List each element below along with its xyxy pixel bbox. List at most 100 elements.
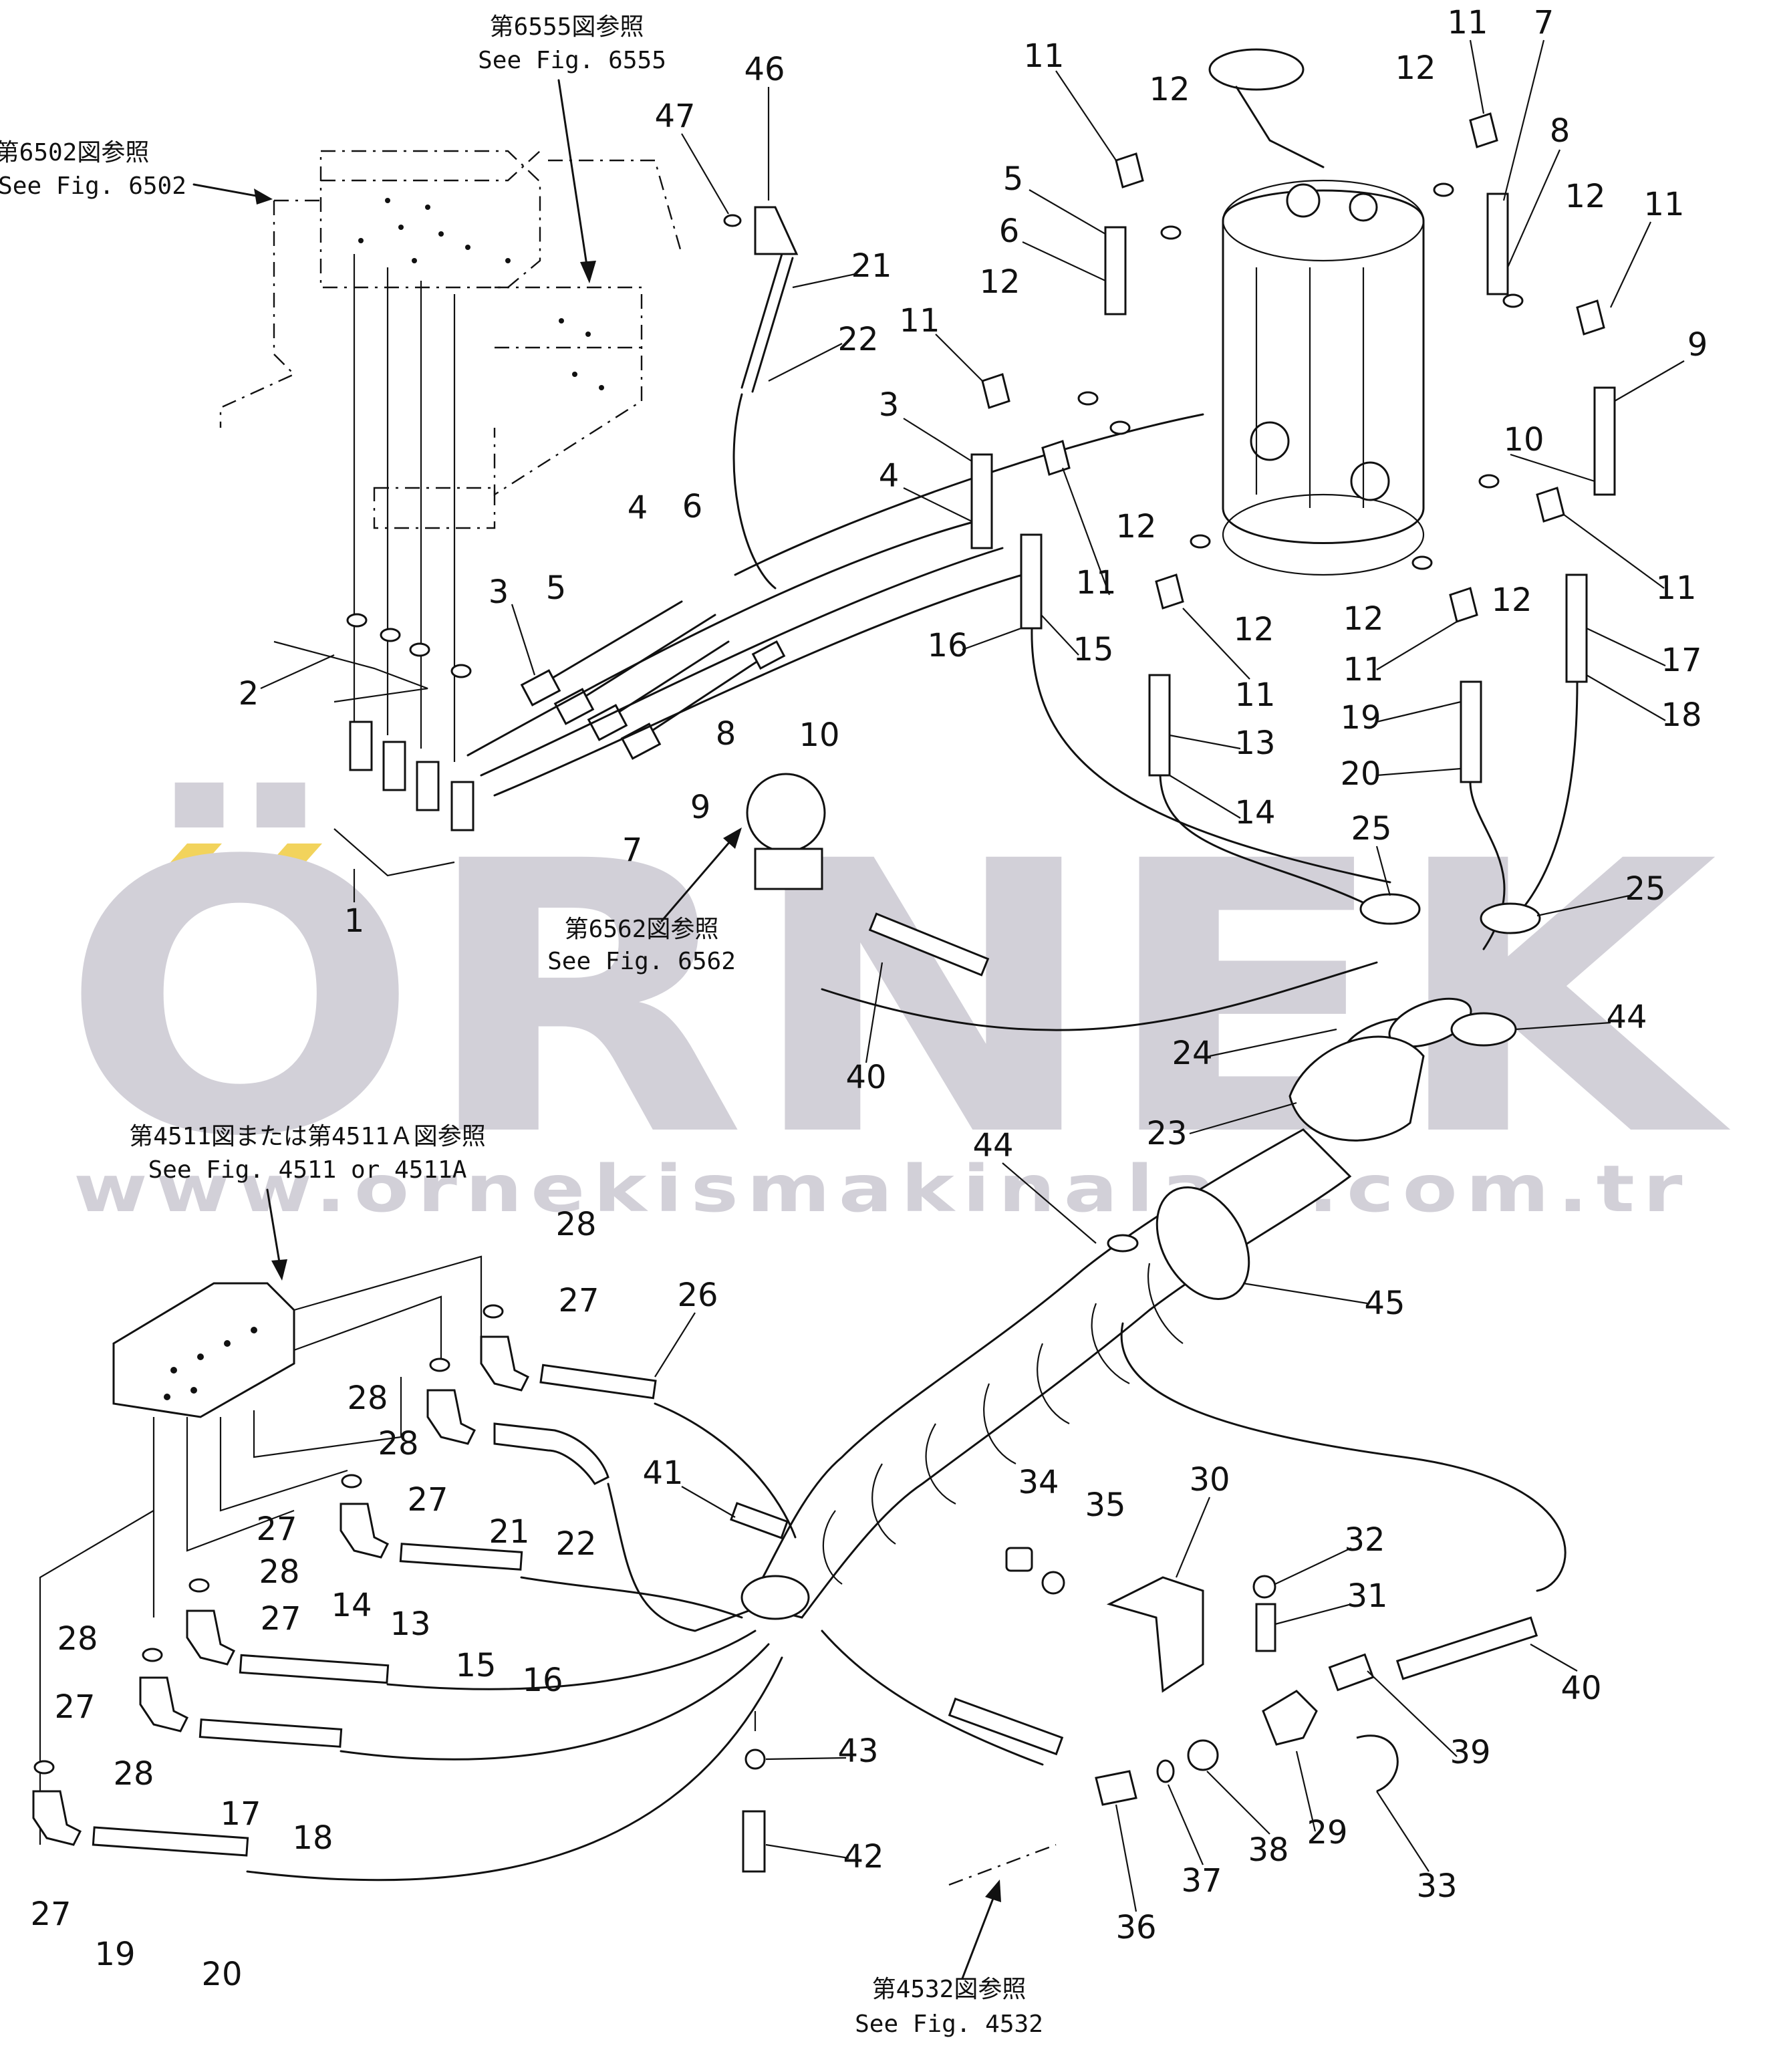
elbow-27b bbox=[426, 1389, 477, 1445]
hose-fitting-10 bbox=[751, 640, 786, 670]
label-15b: 15 bbox=[455, 1647, 496, 1684]
label-36: 36 bbox=[1115, 1909, 1156, 1946]
label-28e: 28 bbox=[57, 1620, 98, 1658]
label-28a: 28 bbox=[555, 1206, 596, 1243]
ref-6502-jp: 第6502図参照 bbox=[0, 139, 149, 166]
hose-13-14-lower bbox=[239, 1654, 390, 1684]
accumulator-6562 bbox=[746, 773, 826, 853]
label-21a: 21 bbox=[851, 247, 892, 285]
o-ring-28c bbox=[341, 1474, 362, 1488]
ref-4511-jp: 第4511図または第4511Ａ図参照 bbox=[129, 1123, 485, 1150]
label-28b: 28 bbox=[347, 1380, 388, 1417]
ref-6555-en: See Fig. 6555 bbox=[478, 47, 666, 74]
watermark-accent-left bbox=[155, 844, 222, 880]
elbow-27a bbox=[480, 1335, 530, 1392]
hose-fitting-7 bbox=[587, 704, 628, 741]
swivel-cap bbox=[1208, 48, 1305, 91]
label-11c: 11 bbox=[1643, 186, 1684, 223]
hose-bundle bbox=[730, 1128, 1352, 1620]
hose-fitting-9 bbox=[620, 723, 662, 760]
label-30: 30 bbox=[1189, 1461, 1230, 1499]
lower-valve-block bbox=[39, 1255, 483, 1845]
label-12e: 12 bbox=[1115, 508, 1156, 545]
hose-19-20 bbox=[1460, 680, 1482, 783]
label-44a: 44 bbox=[1606, 999, 1647, 1036]
ref-4532-en: See Fig. 4532 bbox=[855, 2011, 1043, 2038]
lower-fittings bbox=[32, 1304, 530, 1846]
o-ring-12f bbox=[1478, 474, 1500, 489]
o-ring-12c bbox=[1502, 293, 1524, 308]
label-12b: 12 bbox=[1395, 49, 1436, 87]
o-ring-12g bbox=[1190, 534, 1211, 549]
pipe-4532 bbox=[948, 1697, 1064, 1756]
label-11e: 11 bbox=[1075, 564, 1116, 602]
elbow-fitting-1b bbox=[382, 741, 406, 791]
label-12a: 12 bbox=[1149, 71, 1190, 108]
figure-references: 第6502図参照 See Fig. 6502 第6555図参照 See Fig.… bbox=[0, 13, 1043, 2038]
label-14b: 14 bbox=[331, 1587, 372, 1624]
clamp-25a bbox=[1359, 893, 1421, 925]
plug-38 bbox=[1187, 1739, 1219, 1771]
elbow-27e bbox=[139, 1676, 189, 1732]
washer-43 bbox=[744, 1749, 766, 1770]
elbow-fitting-1d bbox=[450, 781, 474, 831]
label-32: 32 bbox=[1344, 1521, 1385, 1559]
washer-35 bbox=[1041, 1571, 1065, 1595]
o-ring-28f bbox=[33, 1760, 55, 1775]
hose-21-upper bbox=[723, 206, 799, 590]
label-28c: 28 bbox=[378, 1425, 418, 1462]
label-13b: 13 bbox=[390, 1605, 430, 1643]
o-ring-47 bbox=[723, 214, 742, 227]
label-11a: 11 bbox=[1023, 37, 1064, 75]
ref-4511-en: See Fig. 4511 or 4511A bbox=[148, 1156, 467, 1184]
elbow-11g bbox=[1155, 573, 1184, 610]
label-34: 34 bbox=[1018, 1464, 1059, 1501]
label-15a: 15 bbox=[1073, 631, 1113, 668]
label-45: 45 bbox=[1364, 1285, 1405, 1322]
label-27f: 27 bbox=[30, 1896, 71, 1933]
hose-17-18-lower bbox=[198, 1718, 343, 1748]
label-20b: 20 bbox=[201, 1956, 242, 1993]
label-16a: 16 bbox=[927, 627, 968, 664]
o-ring-28e bbox=[142, 1648, 163, 1662]
hose-15-16 bbox=[1020, 533, 1043, 630]
label-11g: 11 bbox=[1234, 676, 1275, 714]
label-33: 33 bbox=[1416, 1867, 1457, 1905]
o-ring-28d bbox=[188, 1578, 210, 1593]
label-9b: 9 bbox=[1687, 326, 1708, 364]
elbow-fitting-1a bbox=[349, 721, 373, 771]
valve-block-4511 bbox=[112, 1282, 295, 1418]
label-12c: 12 bbox=[1565, 178, 1605, 215]
hose-21-22 bbox=[493, 1422, 609, 1485]
label-8a: 8 bbox=[716, 715, 736, 753]
o-ring-12e bbox=[1109, 420, 1131, 435]
label-4a: 4 bbox=[628, 489, 648, 527]
elbow-46 bbox=[754, 206, 799, 255]
label-38: 38 bbox=[1248, 1831, 1288, 1869]
label-21b: 21 bbox=[489, 1513, 529, 1551]
hose-40-lower bbox=[1395, 1616, 1538, 1680]
label-40b: 40 bbox=[1560, 1670, 1601, 1707]
label-11f: 11 bbox=[1655, 569, 1696, 607]
elbow-11e bbox=[1041, 440, 1071, 476]
ref-6562-en: See Fig. 6562 bbox=[547, 948, 736, 975]
label-47: 47 bbox=[654, 98, 695, 135]
elbow-fitting-1c bbox=[416, 761, 440, 811]
part-number-labels: 1 2 3 3 4 4 5 5 6 6 7 7 8 8 9 9 10 10 11… bbox=[30, 4, 1708, 1993]
elbow-11d bbox=[1576, 299, 1605, 336]
ref-6502-en: See Fig. 6502 bbox=[0, 172, 186, 200]
elbow-27c bbox=[339, 1503, 390, 1559]
hose-26 bbox=[539, 1364, 657, 1400]
watermark-accent-right bbox=[255, 844, 322, 880]
elbow-11f bbox=[1536, 487, 1565, 523]
hose-fitting-5 bbox=[553, 688, 595, 725]
bottom-right-parts bbox=[742, 773, 1567, 1886]
label-4b: 4 bbox=[879, 457, 900, 495]
ref-6555-jp: 第6555図参照 bbox=[490, 13, 644, 41]
nut-34 bbox=[1005, 1547, 1033, 1572]
label-44b: 44 bbox=[972, 1127, 1013, 1164]
label-35: 35 bbox=[1085, 1486, 1125, 1524]
label-10a: 10 bbox=[799, 717, 839, 754]
elbow-11h bbox=[1449, 587, 1478, 623]
valve-29 bbox=[1262, 1690, 1318, 1746]
